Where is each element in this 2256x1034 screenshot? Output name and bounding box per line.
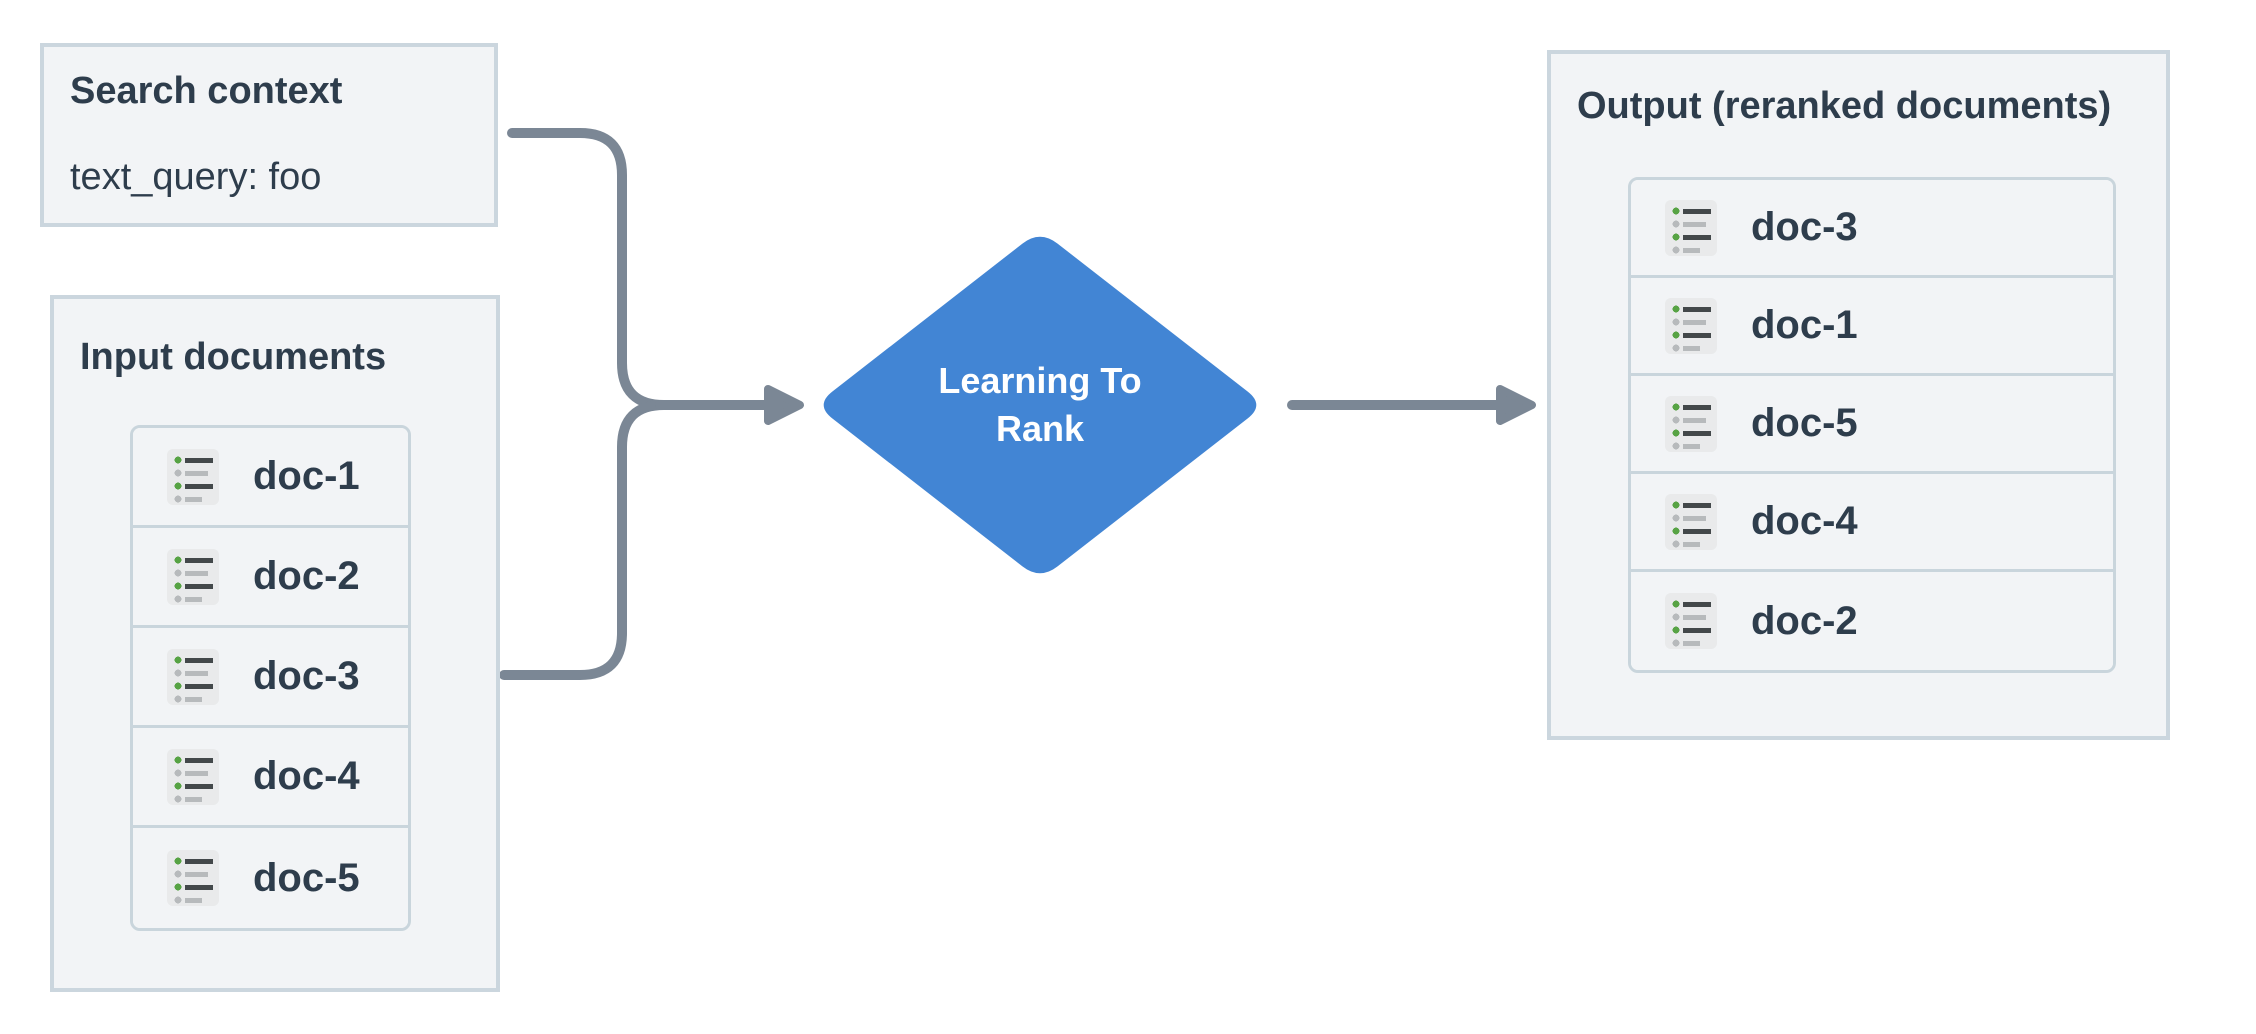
list-icon <box>167 648 219 705</box>
document-label: doc-3 <box>1751 205 1858 249</box>
document-list-item: doc-1 <box>133 428 408 528</box>
output-box: Output (reranked documents) doc-3 doc-1 … <box>1547 50 2170 740</box>
document-list-item: doc-2 <box>133 528 408 628</box>
document-label: doc-1 <box>253 454 360 498</box>
list-icon <box>1665 395 1717 452</box>
search-query-text: text_query: foo <box>70 156 322 198</box>
search-context-title: Search context <box>70 70 343 112</box>
input-documents-title: Input documents <box>80 336 387 378</box>
ltr-diamond-shape <box>823 236 1257 574</box>
output-arrowhead <box>1496 385 1536 425</box>
list-icon <box>167 448 219 505</box>
ltr-label-line1: Learning To <box>938 360 1142 401</box>
document-list-item: doc-3 <box>1631 180 2113 278</box>
list-icon <box>1665 199 1717 256</box>
list-icon <box>167 748 219 805</box>
list-icon <box>1665 593 1717 649</box>
search-context-box: Search context text_query: foo <box>40 43 498 227</box>
list-icon <box>1665 297 1717 354</box>
input-documents-box: Input documents doc-1 doc-2 doc-3 doc-4 … <box>50 295 500 992</box>
document-list-item: doc-3 <box>133 628 408 728</box>
input-arrowhead <box>764 385 804 425</box>
output-title: Output (reranked documents) <box>1577 85 2112 127</box>
merge-connector-bottom <box>499 400 669 680</box>
merge-connector-top <box>507 128 669 410</box>
document-list-item: doc-1 <box>1631 278 2113 376</box>
document-list-item: doc-4 <box>1631 474 2113 572</box>
ltr-diamond-label: Learning To Rank <box>815 230 1265 580</box>
document-label: doc-2 <box>253 554 360 598</box>
list-icon <box>167 548 219 605</box>
list-icon <box>167 850 219 906</box>
document-list-item: doc-2 <box>1631 572 2113 670</box>
document-label: doc-5 <box>253 855 360 900</box>
document-label: doc-1 <box>1751 303 1858 347</box>
list-icon <box>1665 493 1717 550</box>
output-document-list: doc-3 doc-1 doc-5 doc-4 doc-2 <box>1628 177 2116 673</box>
document-label: doc-3 <box>253 654 360 698</box>
document-label: doc-5 <box>1751 401 1858 445</box>
input-document-list: doc-1 doc-2 doc-3 doc-4 doc-5 <box>130 425 411 931</box>
document-label: doc-4 <box>253 754 360 798</box>
document-label: doc-4 <box>1751 499 1858 543</box>
document-label: doc-2 <box>1751 598 1858 643</box>
document-list-item: doc-4 <box>133 728 408 828</box>
document-list-item: doc-5 <box>133 828 408 928</box>
ltr-label-line2: Rank <box>995 408 1085 449</box>
document-list-item: doc-5 <box>1631 376 2113 474</box>
